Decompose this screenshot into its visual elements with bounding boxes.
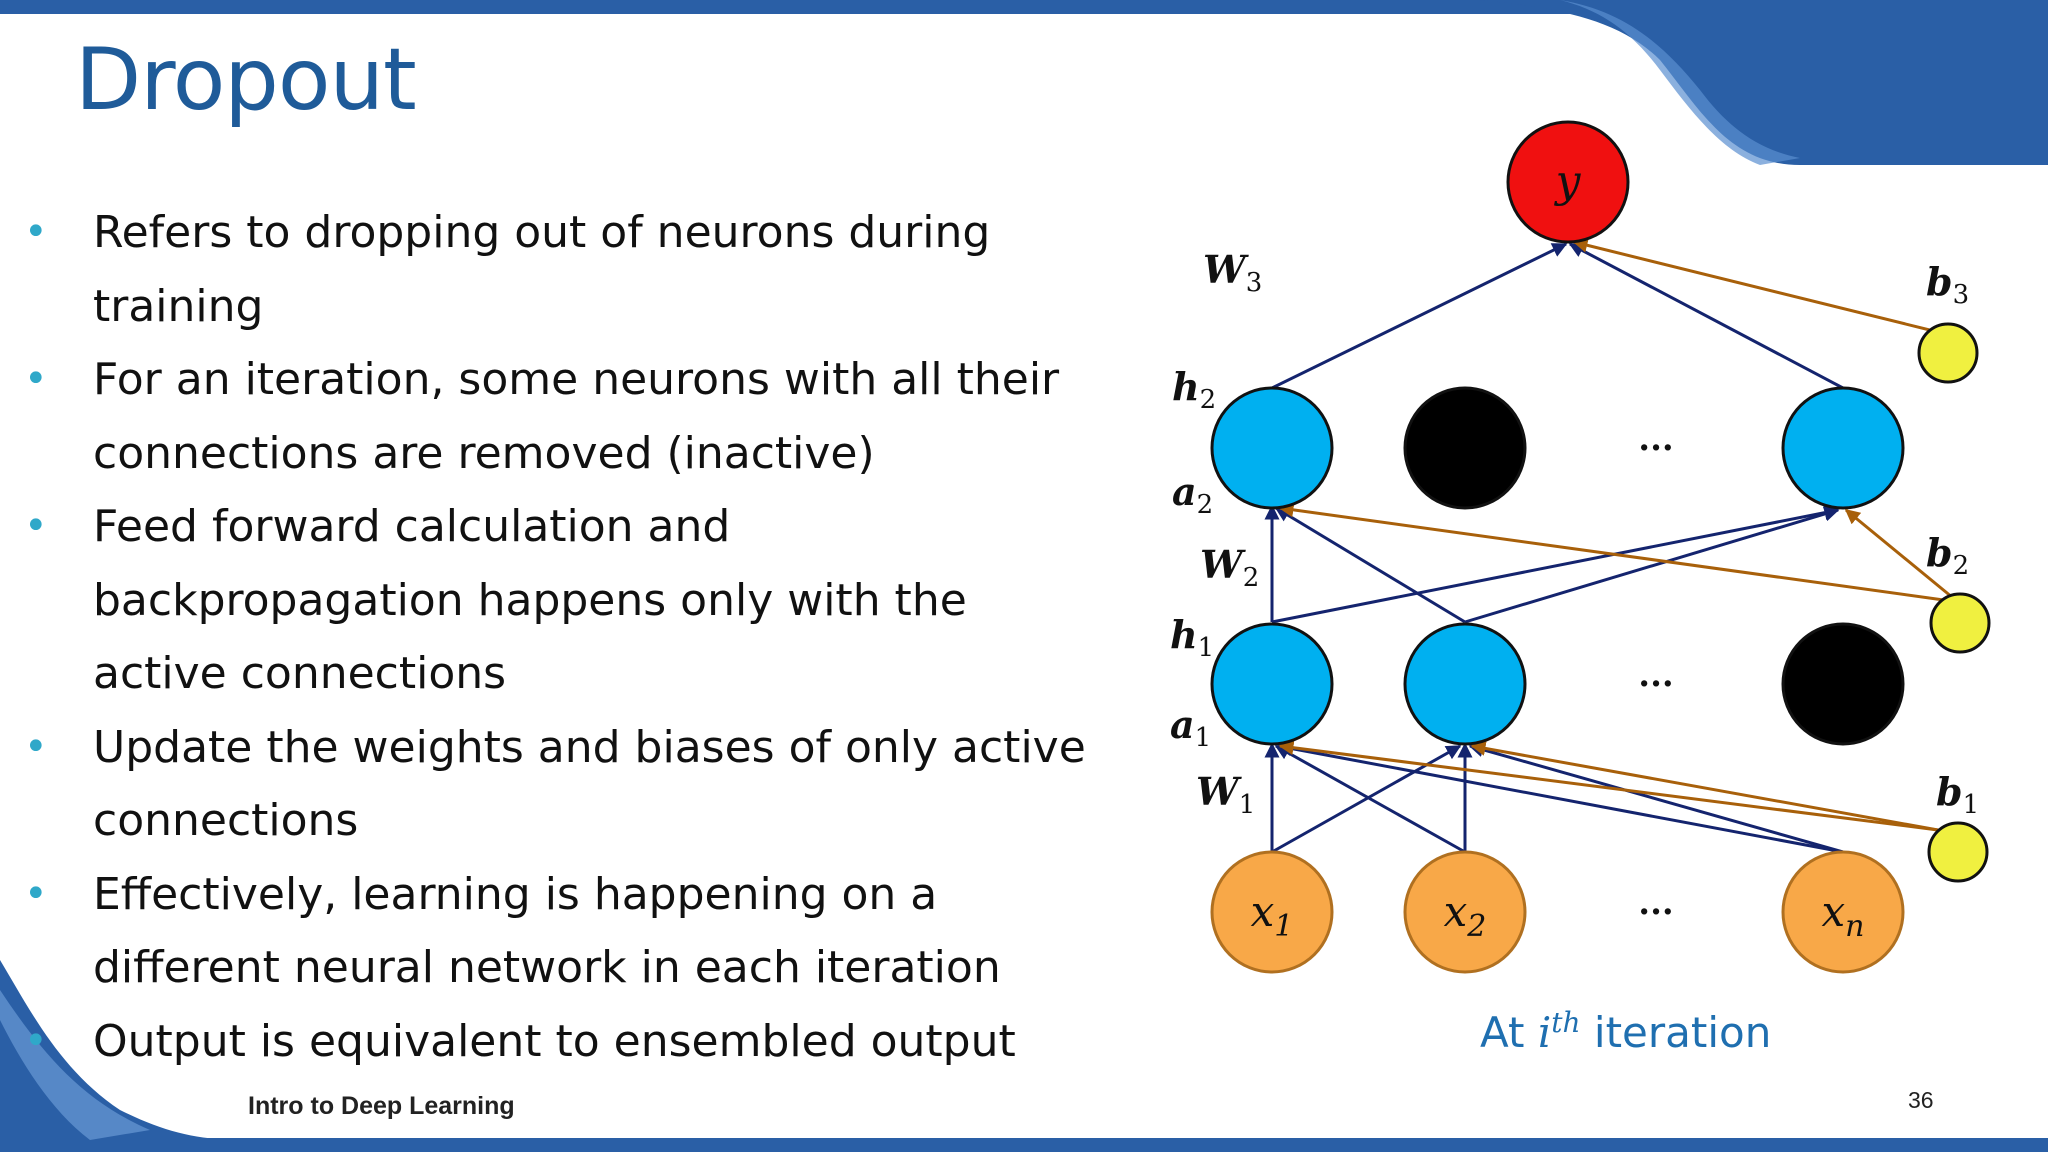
edge-b3-to-y bbox=[1572, 237, 1947, 336]
label-b1: b1 bbox=[1936, 769, 1979, 820]
footer-course-title: Intro to Deep Learning bbox=[248, 1092, 515, 1120]
h1-node-1-active bbox=[1210, 622, 1334, 746]
diagram-caption: At ith iteration bbox=[1480, 1006, 1771, 1057]
h1-node-3-dropped bbox=[1781, 622, 1905, 746]
bullet-dot-icon: • bbox=[24, 356, 48, 402]
slide-title: Dropout bbox=[75, 30, 417, 130]
bullet-item: • For an iteration, some neurons with all… bbox=[18, 343, 1108, 490]
input-ellipsis: ... bbox=[1638, 883, 1674, 923]
input-label-x1: x1 bbox=[1251, 887, 1294, 944]
bullet-text: Update the weights and biases of only ac… bbox=[93, 721, 1086, 847]
h2-node-1-active bbox=[1210, 386, 1334, 510]
label-b3: b3 bbox=[1926, 259, 1969, 310]
bullet-item: • Refers to dropping out of neurons durin… bbox=[18, 196, 1108, 343]
label-h2: h2 bbox=[1172, 364, 1216, 415]
weight-edges bbox=[1264, 242, 1844, 854]
bullet-text: Refers to dropping out of neurons during… bbox=[93, 207, 991, 332]
input-node-x1 bbox=[1210, 850, 1334, 974]
bullet-text: Feed forward calculation and backpropaga… bbox=[93, 501, 967, 699]
label-a2: a2 bbox=[1172, 469, 1213, 520]
h1-ellipsis: ... bbox=[1638, 655, 1674, 695]
h2-node-3-active bbox=[1781, 386, 1905, 510]
bullet-text: Effectively, learning is happening on a … bbox=[93, 868, 1001, 994]
caption-variable: i bbox=[1537, 1008, 1552, 1057]
edge-h1-2-to-h2-3 bbox=[1464, 506, 1840, 624]
label-b2: b2 bbox=[1926, 530, 1969, 581]
bullet-list: • Refers to dropping out of neurons durin… bbox=[18, 196, 1108, 1078]
page-number: 36 bbox=[1908, 1087, 1934, 1113]
output-node-y bbox=[1506, 120, 1630, 244]
bullet-dot-icon: • bbox=[24, 503, 48, 549]
edge-xn-to-h1-2 bbox=[1468, 742, 1844, 854]
h1-node-2-active bbox=[1403, 622, 1527, 746]
edge-h1-2-to-h2-1 bbox=[1274, 506, 1466, 624]
bottom-border bbox=[0, 1138, 2048, 1152]
input-label-xn: xn bbox=[1821, 887, 1864, 944]
top-right-swoosh-highlight bbox=[1560, 0, 1800, 165]
bullet-item: • Output is equivalent to ensembled outpu… bbox=[18, 1005, 1108, 1079]
bullet-dot-icon: • bbox=[24, 723, 48, 770]
output-label: y bbox=[1554, 156, 1582, 207]
label-W2: W2 bbox=[1200, 542, 1259, 593]
edge-b1-to-h1-1 bbox=[1278, 740, 1939, 832]
edge-xn-to-h1-1 bbox=[1276, 741, 1844, 854]
input-node-xn bbox=[1781, 850, 1905, 974]
caption-superscript: th bbox=[1551, 1006, 1581, 1039]
input-node-x2 bbox=[1403, 850, 1527, 974]
edge-b2-to-h2-3 bbox=[1844, 508, 1959, 604]
edge-x2-to-h1-1 bbox=[1274, 744, 1466, 854]
h2-node-2-dropped bbox=[1403, 386, 1527, 510]
edge-h2-3-to-y bbox=[1568, 242, 1844, 390]
bullet-dot-icon: • bbox=[24, 1017, 48, 1064]
edge-b2-to-h2-1 bbox=[1278, 502, 1959, 604]
input-label-x2: x2 bbox=[1444, 887, 1487, 944]
edge-h1-1-to-h2-3 bbox=[1271, 505, 1840, 624]
bottom-left-swoosh-highlight bbox=[0, 990, 150, 1140]
bullet-text: For an iteration, some neurons with all … bbox=[93, 354, 1060, 479]
bias-edges bbox=[1278, 237, 1959, 832]
bullet-item: • Effectively, learning is happening on a… bbox=[18, 858, 1108, 1005]
edge-h2-1-to-y bbox=[1271, 242, 1568, 390]
h2-ellipsis: ... bbox=[1638, 419, 1674, 459]
edge-b1-to-h1-2 bbox=[1470, 741, 1939, 832]
bullet-dot-icon: • bbox=[24, 209, 48, 255]
label-W1: W1 bbox=[1196, 769, 1255, 820]
label-a1: a1 bbox=[1170, 702, 1211, 753]
bullet-dot-icon: • bbox=[24, 870, 48, 917]
bias-node-b1 bbox=[1927, 821, 1989, 883]
caption-suffix: iteration bbox=[1580, 1008, 1772, 1057]
bias-node-b3 bbox=[1917, 322, 1979, 384]
layer-labels: W3 h2 a2 W2 h1 a1 W1 b3 b2 b1 bbox=[1170, 247, 1979, 820]
top-right-swoosh bbox=[1480, 0, 2048, 165]
caption-prefix: At bbox=[1480, 1008, 1538, 1057]
label-W3: W3 bbox=[1203, 247, 1262, 298]
bias-node-b2 bbox=[1929, 592, 1991, 654]
bullet-item: • Update the weights and biases of only a… bbox=[18, 711, 1108, 858]
bullet-text: Output is equivalent to ensembled output bbox=[93, 1015, 1016, 1067]
bullet-item: • Feed forward calculation and backpropag… bbox=[18, 490, 1108, 711]
label-h1: h1 bbox=[1170, 612, 1214, 663]
